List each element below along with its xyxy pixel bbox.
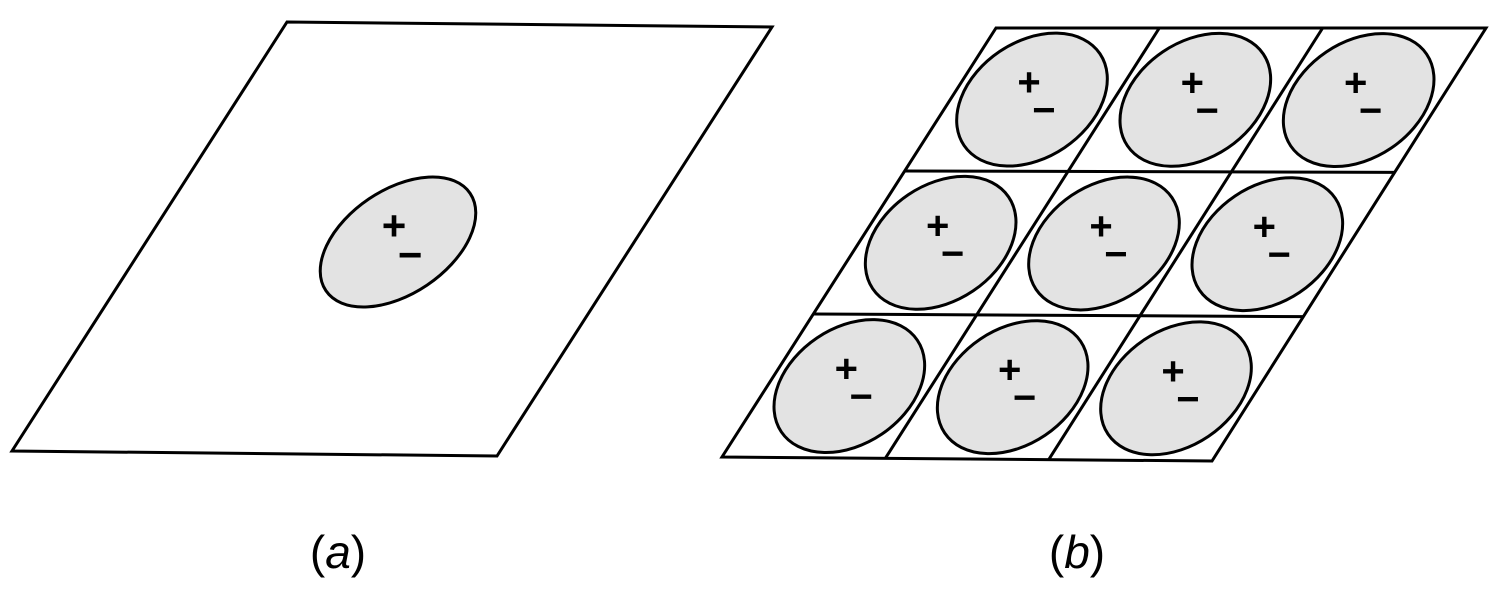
lattice-charge: +− <box>1281 32 1436 168</box>
lattice-charge: +− <box>1099 320 1253 457</box>
lattice-charge: +− <box>772 318 927 454</box>
minus-sign: − <box>941 232 964 276</box>
lattice-column-divider <box>1047 27 1324 461</box>
plus-sign: + <box>1161 349 1184 393</box>
panel-b: +−+−+−+−+−+−+−+−+− (b) <box>719 26 1489 578</box>
minus-sign: − <box>1104 233 1127 277</box>
charge-ellipse <box>772 318 927 454</box>
minus-sign: − <box>1196 89 1219 133</box>
panel-b-caption: (b) <box>1049 526 1105 578</box>
lattice-row-divider <box>904 169 1395 174</box>
lattice-row-divider <box>813 312 1304 319</box>
panel-a: + − (a) <box>9 20 775 578</box>
plus-sign: + <box>998 348 1021 392</box>
minus-sign: − <box>1013 376 1036 420</box>
charge-ellipse <box>955 31 1109 168</box>
charge-ellipse <box>1281 32 1436 168</box>
plus-sign: + <box>1344 61 1367 105</box>
plus-sign: + <box>1017 61 1040 105</box>
minus-sign: − <box>398 231 423 278</box>
lattice-charge: +− <box>1190 176 1345 313</box>
lattice-charges: +−+−+−+−+−+−+−+−+− <box>772 31 1436 457</box>
lattice-column-divider <box>884 27 1161 460</box>
charge-ellipse <box>1118 31 1273 168</box>
minus-sign: − <box>1032 89 1055 133</box>
panel-a-charge: + − <box>318 175 478 309</box>
minus-sign: − <box>1268 233 1291 277</box>
minus-sign: − <box>1176 377 1199 421</box>
lattice-charge: +− <box>863 174 1018 311</box>
charge-ellipse <box>1190 176 1345 313</box>
lattice-charge: +− <box>935 319 1090 456</box>
plus-sign: + <box>835 347 858 391</box>
charge-ellipse <box>935 319 1090 456</box>
lattice-charge: +− <box>955 31 1109 168</box>
charge-ellipse <box>1099 320 1253 457</box>
plus-sign: + <box>1181 61 1204 105</box>
lattice-grid-lines <box>813 27 1395 461</box>
minus-sign: − <box>1359 89 1382 133</box>
plus-sign: + <box>1089 205 1112 249</box>
lattice-charge: +− <box>1027 175 1181 312</box>
charge-ellipse <box>318 175 478 309</box>
minus-sign: − <box>850 375 873 419</box>
charge-ellipse <box>1027 175 1181 312</box>
plus-sign: + <box>1253 205 1276 249</box>
panel-a-caption: (a) <box>310 526 366 578</box>
charge-ellipse <box>863 174 1018 311</box>
plus-sign: + <box>926 204 949 248</box>
lattice-charge: +− <box>1118 31 1273 168</box>
plus-sign: + <box>382 202 407 249</box>
